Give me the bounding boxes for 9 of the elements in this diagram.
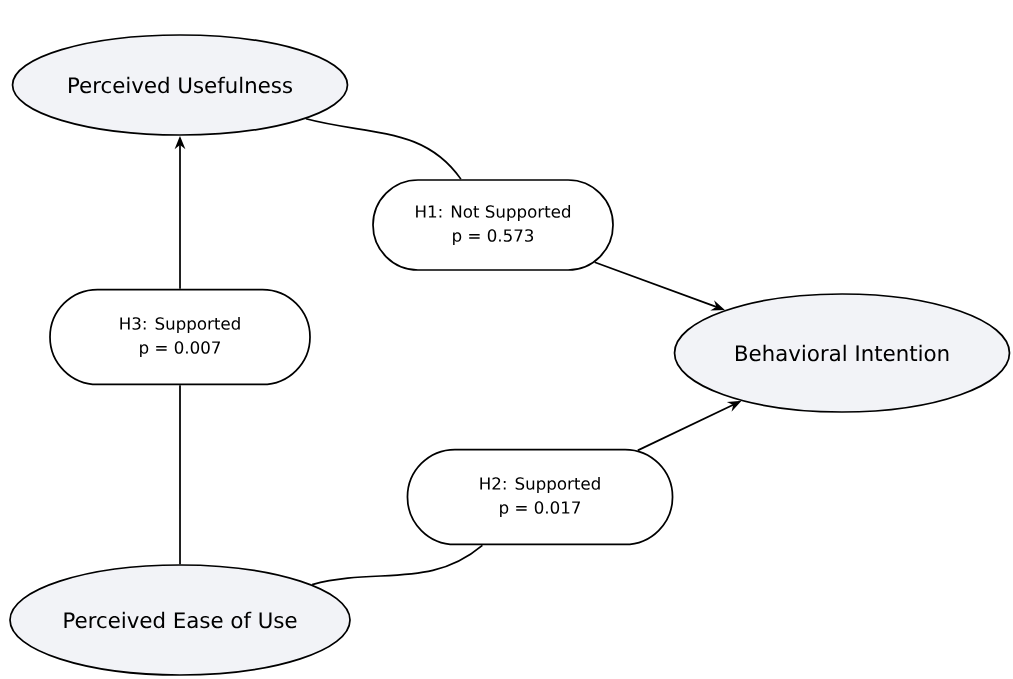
oval-node: Perceived Ease of Use bbox=[9, 564, 351, 676]
connector-line bbox=[311, 544, 484, 586]
hypothesis-box: H3: Supported p = 0.007 bbox=[49, 288, 311, 386]
connector-line bbox=[305, 117, 462, 180]
oval-node: Perceived Usefulness bbox=[11, 34, 349, 136]
oval-node: Behavioral Intention bbox=[673, 293, 1011, 413]
hypothesis-box: H2: Supported p = 0.017 bbox=[406, 448, 674, 546]
hypothesis-box: H1: Not Supported p = 0.573 bbox=[372, 179, 614, 271]
connector-line bbox=[179, 384, 181, 565]
